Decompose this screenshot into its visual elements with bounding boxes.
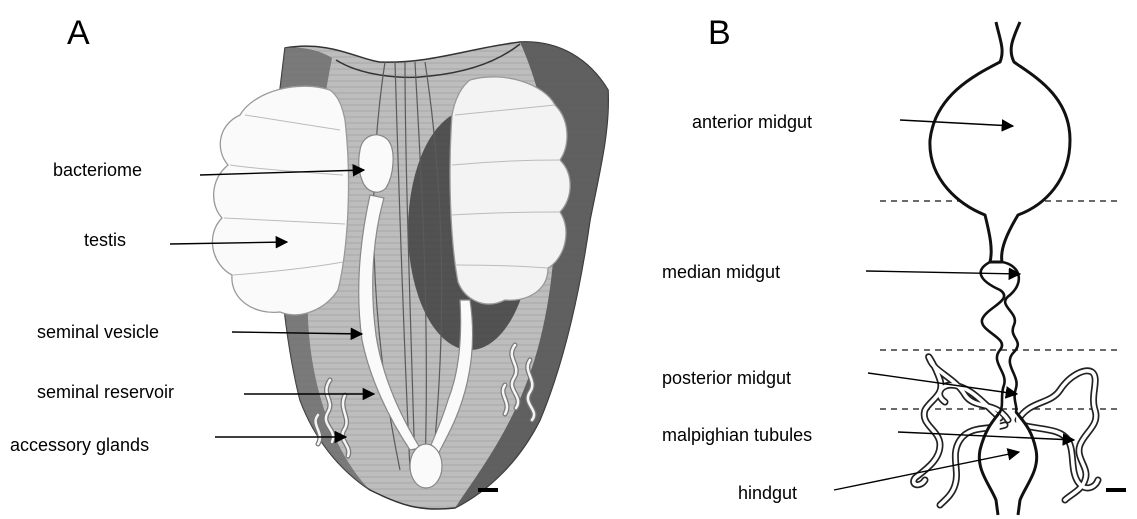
panel-a-letter: A xyxy=(67,14,90,52)
label-hindgut: hindgut xyxy=(738,483,797,503)
seminal-reservoir-bulb xyxy=(410,444,442,488)
malpighian-tubules xyxy=(914,357,1098,505)
panel-b-letter: B xyxy=(708,14,731,52)
label-seminal-vesicle: seminal vesicle xyxy=(37,322,159,342)
label-median-midgut: median midgut xyxy=(662,262,780,282)
hindgut-outline xyxy=(979,412,1036,515)
arrow-median-midgut xyxy=(866,271,1020,274)
label-accessory-glands: accessory glands xyxy=(10,435,149,455)
bacteriome xyxy=(359,135,393,192)
insect-gut-diagram xyxy=(930,22,1070,515)
median-midgut-right-wall xyxy=(1002,262,1019,412)
label-seminal-reservoir: seminal reservoir xyxy=(37,382,174,402)
panel-b: B xyxy=(662,14,1126,515)
label-posterior-midgut: posterior midgut xyxy=(662,368,791,388)
label-anterior-midgut: anterior midgut xyxy=(692,112,812,132)
label-malpighian-tubules: malpighian tubules xyxy=(662,425,812,445)
insect-dissection-illustration xyxy=(212,42,608,509)
label-testis: testis xyxy=(84,230,126,250)
label-bacteriome: bacteriome xyxy=(53,160,142,180)
panel-a: A xyxy=(10,14,608,509)
anterior-midgut-outline xyxy=(930,22,1070,262)
